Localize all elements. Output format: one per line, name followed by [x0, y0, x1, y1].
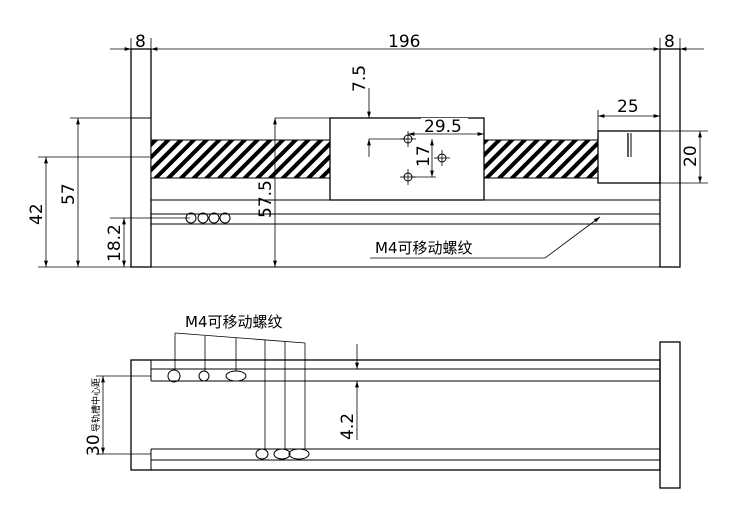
m4-thread-label-bottom: M4可移动螺纹: [185, 313, 283, 331]
right-end-plate: [659, 48, 681, 268]
bottom-base: [130, 359, 661, 471]
dim-left-flange: 8: [135, 32, 146, 52]
thread-screws: [150, 212, 231, 224]
dim-base-height: 18.2: [105, 224, 125, 262]
groove-screws: [167, 369, 310, 460]
dim-rail-spacing-note: 导轨槽中心距: [90, 378, 102, 432]
left-end-plate: [130, 48, 152, 268]
dim-hole-spacing-h: 29.5: [424, 117, 462, 137]
dim-right-flange: 8: [664, 32, 675, 52]
motor-block: [597, 130, 661, 184]
dim-hole-spacing-v: 17: [414, 145, 434, 167]
slider-block: [329, 117, 485, 201]
dim-motor-width: 25: [617, 97, 639, 117]
dim-groove-offset: 4.2: [338, 413, 358, 440]
m4-thread-label-top: M4可移动螺纹: [375, 239, 473, 257]
dim-total-height: 42: [27, 203, 47, 225]
dim-slider-offset: 7.5: [350, 65, 370, 92]
dim-slider-height: 57: [59, 183, 79, 205]
dim-motor-height: 20: [681, 145, 701, 167]
top-view: 8 196 8 7.5 29.5 17 25 20 42: [27, 32, 708, 268]
bottom-end-plate: [659, 341, 681, 489]
lead-screw-left: [150, 139, 331, 179]
dim-rail-spacing: 30: [84, 434, 104, 456]
dim-overall-length: 196: [388, 32, 420, 52]
dim-screw-height: 57.5: [256, 180, 276, 218]
lead-screw-right: [483, 139, 599, 179]
bottom-view: M4可移动螺纹 30 导轨槽中心距 4.2: [84, 313, 681, 489]
